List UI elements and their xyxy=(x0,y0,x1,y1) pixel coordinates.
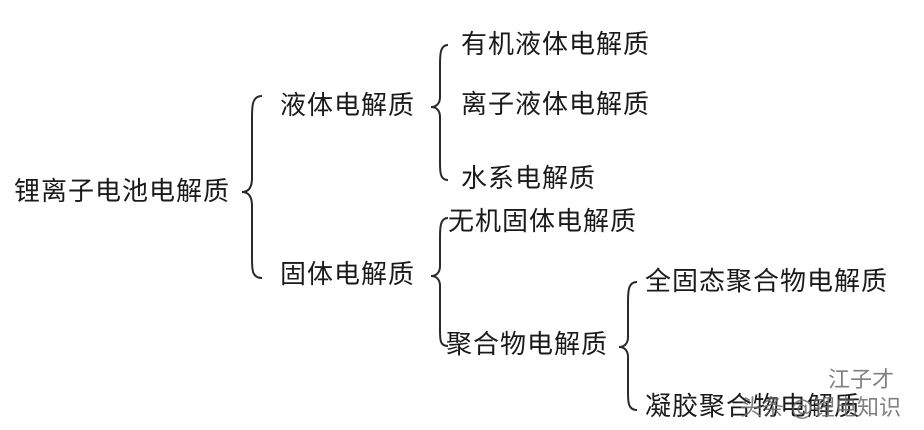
inorganic-solid-electrolyte: 无机固体电解质 xyxy=(448,207,638,237)
root-label: 锂离子电池电解质 xyxy=(14,177,231,207)
aqueous-electrolyte: 水系电解质 xyxy=(461,164,597,194)
polymer-electrolyte-label: 聚合物电解质 xyxy=(446,330,609,360)
liquid-electrolyte-label: 液体电解质 xyxy=(280,91,416,121)
gel-polymer-electrolyte: 凝胶聚合物电解质 xyxy=(645,392,862,422)
root-bracket xyxy=(241,95,263,279)
solid-electrolyte-label: 固体电解质 xyxy=(280,260,416,290)
all-solid-polymer-electrolyte: 全固态聚合物电解质 xyxy=(645,267,889,297)
watermark-author: 江子才 xyxy=(828,368,895,393)
watermark-source: 头条 @锂电知识 xyxy=(740,396,901,421)
polymer-bracket xyxy=(618,281,638,411)
liquid-bracket xyxy=(430,44,449,181)
ionic-liquid-electrolyte: 离子液体电解质 xyxy=(461,90,651,120)
solid-bracket xyxy=(430,217,449,347)
organic-liquid-electrolyte: 有机液体电解质 xyxy=(461,30,651,60)
